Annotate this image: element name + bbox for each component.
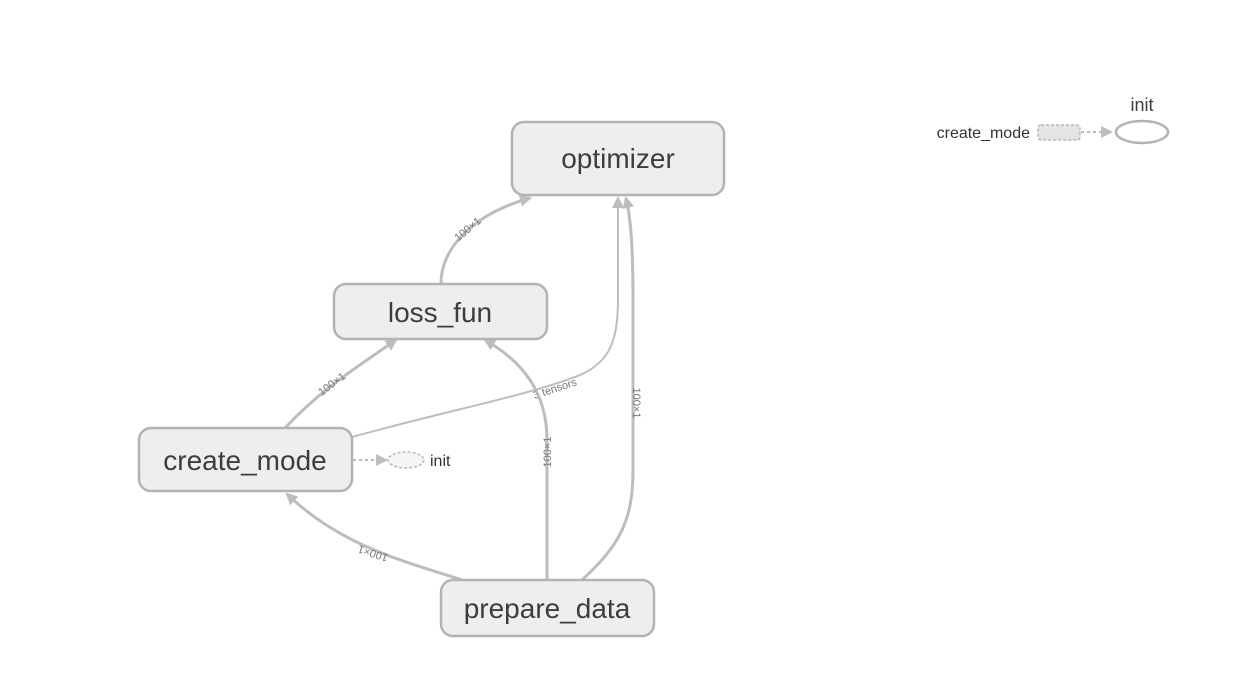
aux-init-node[interactable] bbox=[1114, 119, 1170, 145]
edge-prepare-to-loss[interactable] bbox=[483, 338, 549, 580]
node-optimizer[interactable]: optimizer bbox=[510, 120, 726, 197]
edge-prepare-to-optimizer[interactable] bbox=[580, 196, 635, 582]
node-create-mode-label: create_mode bbox=[163, 445, 326, 476]
node-prepare-data[interactable]: prepare_data bbox=[439, 578, 656, 638]
node-loss-fun-label: loss_fun bbox=[388, 297, 492, 328]
edge-label-create-to-loss: 100×1 bbox=[316, 371, 348, 399]
aux-source-ghost-box[interactable] bbox=[1037, 124, 1081, 141]
node-loss-fun[interactable]: loss_fun bbox=[332, 282, 549, 341]
aux-source-label: create_mode bbox=[937, 125, 1030, 142]
aux-panel-title: init bbox=[1130, 95, 1153, 115]
edge-label-prepare-to-create: 100×1 bbox=[357, 542, 390, 563]
edge-label-loss-to-optimizer: 100×1 bbox=[452, 215, 483, 244]
ghost-init-ellipse bbox=[387, 451, 425, 469]
ghost-init-label: init bbox=[430, 453, 451, 470]
edge-create-to-optimizer[interactable] bbox=[351, 196, 624, 438]
edge-loss-to-optimizer[interactable] bbox=[439, 194, 532, 285]
edge-prepare-to-create[interactable] bbox=[285, 492, 463, 582]
aux-ctrl-arrowhead bbox=[1101, 126, 1113, 138]
node-create-mode[interactable]: create_mode bbox=[137, 426, 354, 493]
node-optimizer-label: optimizer bbox=[561, 143, 675, 174]
edges: 100×1 100×1 3 tensors 100×1 100×1 100×1 bbox=[283, 194, 642, 582]
ghost-init-node[interactable]: init bbox=[387, 451, 451, 470]
edge-label-prepare-to-optimizer: 100×1 bbox=[630, 388, 642, 419]
ctrl-arrowhead bbox=[376, 454, 388, 466]
edge-create-to-loss[interactable] bbox=[283, 338, 398, 430]
aux-panel: init create_mode bbox=[937, 95, 1170, 145]
node-prepare-data-label: prepare_data bbox=[464, 593, 631, 624]
edge-label-prepare-to-loss: 100×1 bbox=[542, 437, 554, 468]
